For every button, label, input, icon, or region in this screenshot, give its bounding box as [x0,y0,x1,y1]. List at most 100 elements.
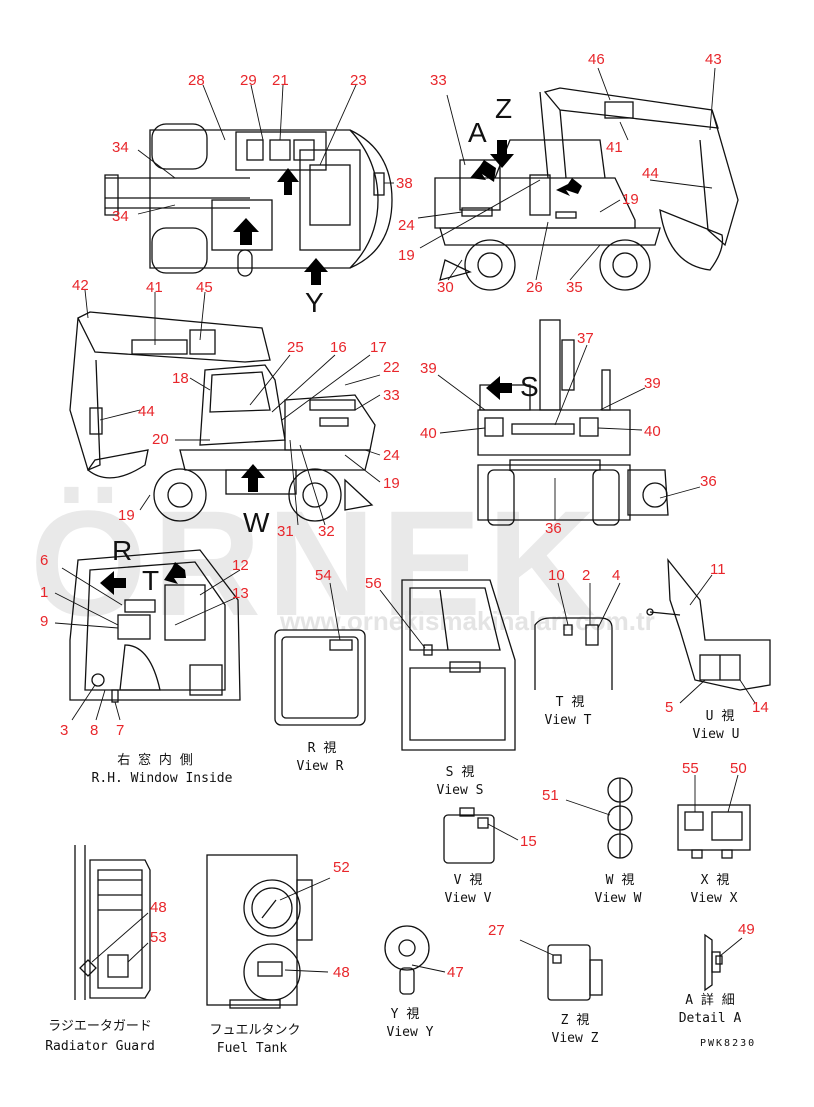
callout-55: 55 [682,760,699,777]
view-letter-s: S [520,371,539,402]
side-view-right-drawing [434,87,739,291]
caption-view-y-jp: Y 視 [391,1007,420,1022]
callout-22: 22 [383,359,400,376]
fuel-tank-drawing [206,854,313,1009]
caption-fuel-en: Fuel Tank [217,1041,288,1056]
side-view-left-drawing [69,311,376,522]
callout-34a: 34 [112,139,129,156]
callout-16: 16 [330,339,347,356]
detail-a-drawing [704,933,723,992]
view-letter-y: Y [305,287,324,318]
caption-view-z-jp: Z 視 [561,1013,590,1028]
callout-41b: 41 [146,279,163,296]
view-u-drawing [646,558,771,691]
callout-12: 12 [232,557,249,574]
callout-56: 56 [365,575,382,592]
caption-view-y-en: View Y [387,1025,434,1040]
callout-26: 26 [526,279,543,296]
caption-view-w-en: View W [595,891,642,906]
caption-view-v-en: View V [445,891,492,906]
callout-18: 18 [172,370,189,387]
view-z-drawing [547,944,603,1001]
caption-view-r-jp: R 視 [308,741,337,756]
caption-view-t-jp: T 視 [556,695,585,710]
caption-view-u-en: View U [693,727,740,742]
top-view-drawing [104,123,393,285]
view-letter-t: T [142,565,159,596]
drawing-code: PWK8230 [700,1038,756,1049]
caption-rh-window-en: R.H. Window Inside [92,771,233,786]
callout-35: 35 [566,279,583,296]
callout-24b: 24 [383,447,400,464]
callout-40a: 40 [420,425,437,442]
callout-40b: 40 [644,423,661,440]
caption-view-u-jp: U 視 [706,709,735,724]
callout-9: 9 [40,613,48,630]
caption-radiator-en: Radiator Guard [45,1039,155,1054]
caption-view-x-jp: X 視 [701,873,730,888]
view-x-drawing [677,804,751,859]
callout-44a: 44 [642,165,659,182]
callout-19c: 19 [383,475,400,492]
callout-4: 4 [612,567,620,584]
callout-20: 20 [152,431,169,448]
caption-view-x-en: View X [691,891,738,906]
callout-48b: 48 [333,964,350,981]
callout-32: 32 [318,523,335,540]
view-letter-r: R [112,535,132,566]
callout-21: 21 [272,72,289,89]
view-t-drawing [534,617,613,690]
callout-49: 49 [738,921,755,938]
view-y-drawing [384,925,430,995]
view-v-drawing [443,807,495,864]
caption-fuel-jp: フュエルタンク [209,1023,300,1038]
callout-3: 3 [60,722,68,739]
callout-6: 6 [40,552,48,569]
callout-19d: 19 [118,507,135,524]
watermark-url: www.ornekismakinalari.com.tr [279,606,655,636]
caption-radiator-jp: ラジエータガード [48,1019,152,1034]
caption-view-s-en: View S [437,783,484,798]
callout-29: 29 [240,72,257,89]
callout-28: 28 [188,72,205,89]
callout-38: 38 [396,175,413,192]
caption-view-z-en: View Z [552,1031,599,1046]
callout-43: 43 [705,51,722,68]
callout-39b: 39 [644,375,661,392]
callout-53: 53 [150,929,167,946]
view-r-drawing [274,629,366,726]
caption-detail-a-jp: A 詳 細 [685,992,734,1008]
callout-33b: 33 [383,387,400,404]
callout-10: 10 [548,567,565,584]
callout-54: 54 [315,567,332,584]
callout-36b: 36 [545,520,562,537]
callout-31: 31 [277,523,294,540]
callout-2: 2 [582,567,590,584]
callout-47: 47 [447,964,464,981]
callout-44b: 44 [138,403,155,420]
callout-19a: 19 [622,191,639,208]
callout-34b: 34 [112,208,129,225]
view-letter-a: A [468,117,487,148]
callout-48a: 48 [150,899,167,916]
callout-50: 50 [730,760,747,777]
callout-7: 7 [116,722,124,739]
callout-52: 52 [333,859,350,876]
callout-1: 1 [40,584,48,601]
callout-36a: 36 [700,473,717,490]
callout-45: 45 [196,279,213,296]
view-letter-w: W [243,507,270,538]
callout-39a: 39 [420,360,437,377]
callout-37: 37 [577,330,594,347]
rh-window-inside-drawing [69,549,241,703]
view-w-drawing [607,777,633,859]
view-letter-z: Z [495,93,512,124]
caption-rh-window-jp: 右 窓 内 側 [117,752,192,768]
callout-46: 46 [588,51,605,68]
callout-14: 14 [752,699,769,716]
callout-17: 17 [370,339,387,356]
caption-view-w-jp: W 視 [606,873,635,888]
callout-5: 5 [665,699,673,716]
callout-19b: 19 [398,247,415,264]
